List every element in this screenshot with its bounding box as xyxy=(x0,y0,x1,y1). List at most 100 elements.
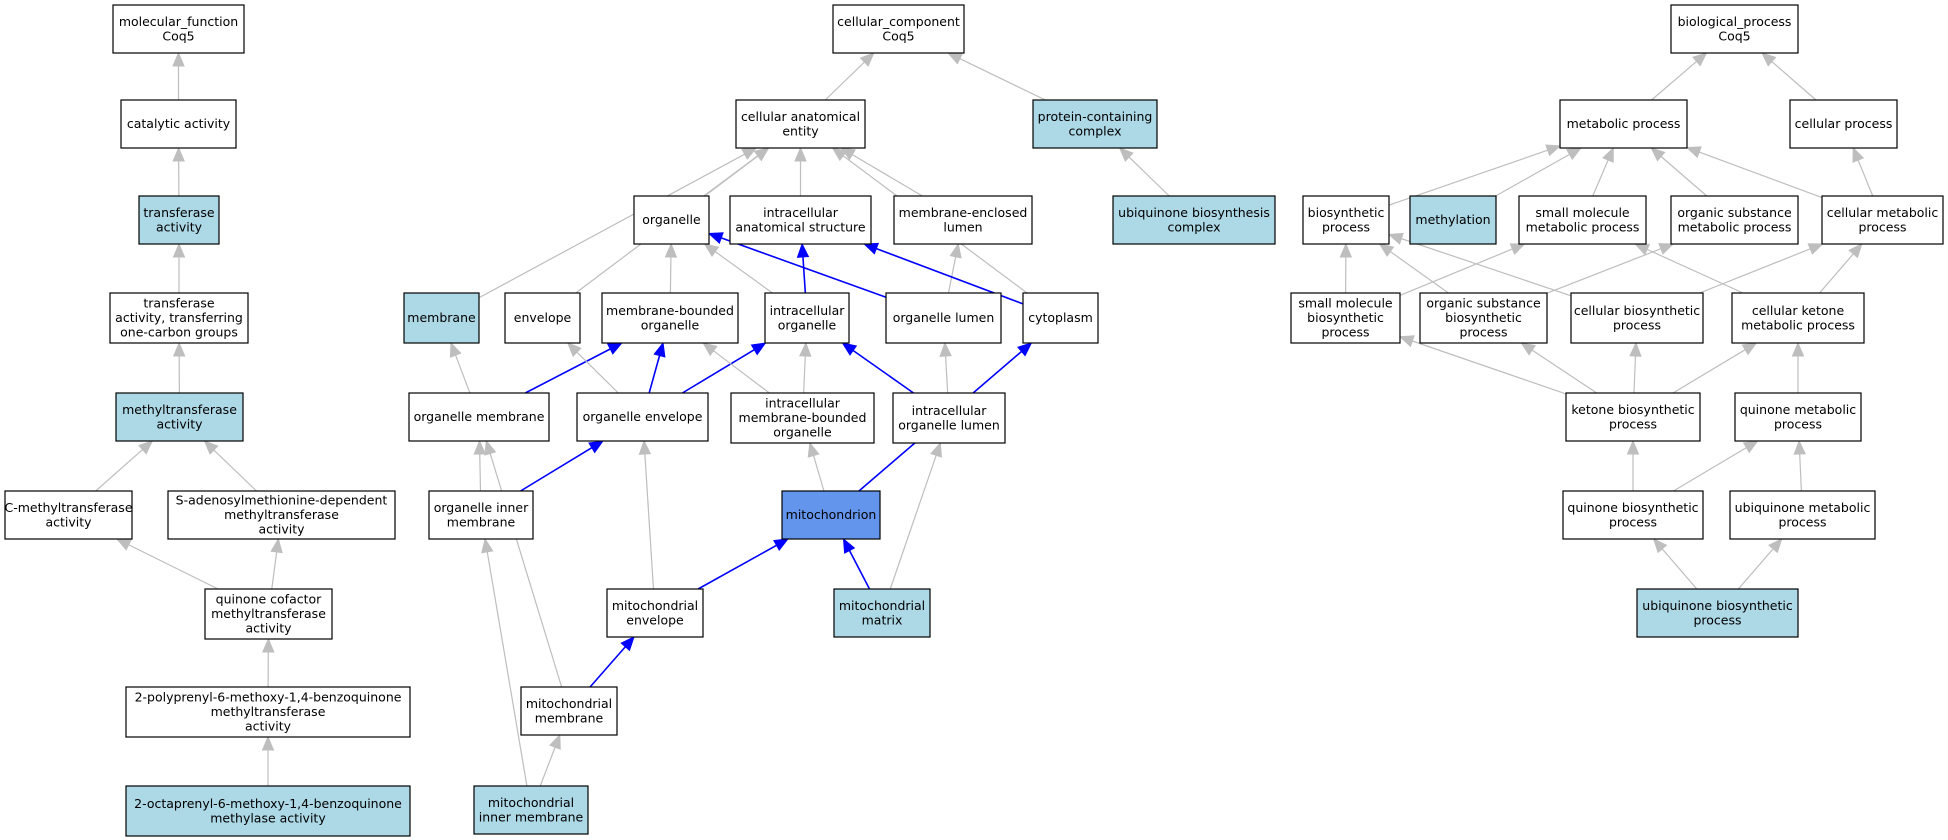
node-label-line: intracellular xyxy=(912,403,988,418)
arrowhead-olumen-to-organelle xyxy=(707,232,724,244)
node-omem[interactable]: organelle membrane xyxy=(408,392,550,442)
arrowhead-cmethyl-to-methyltrans xyxy=(138,440,154,455)
arrowhead-mim-to-mmem xyxy=(549,733,561,750)
node-label-line: ubiquinone biosynthetic xyxy=(1642,598,1793,613)
node-label-line: methyltransferase xyxy=(224,507,339,522)
node-cellular-proc[interactable]: cellular process xyxy=(1789,99,1898,149)
node-label-line: intracellular xyxy=(763,205,839,220)
arrowhead-oenv-to-envelope xyxy=(566,342,582,357)
arrowhead-pcc-to-cc_root xyxy=(946,52,964,65)
node-mito[interactable]: mitochondrion xyxy=(781,490,881,540)
arrowhead-biosynthetic-to-metabolic xyxy=(1545,144,1562,157)
edge-smb-to-smm xyxy=(1399,248,1513,297)
arrowhead-cmp-to-cellular_proc xyxy=(1852,146,1865,163)
node-oenv[interactable]: organelle envelope xyxy=(576,392,709,442)
node-label-line: metabolic process xyxy=(1567,116,1681,131)
node-label-line: mitochondrial xyxy=(526,696,612,711)
edge-ubp-to-ump xyxy=(1737,548,1774,590)
node-sam[interactable]: S-adenosylmethionine-dependentmethyltran… xyxy=(167,490,396,540)
node-box xyxy=(764,292,850,344)
arrowhead-oenv-to-io xyxy=(750,342,767,356)
node-box xyxy=(1670,195,1799,245)
edge-ckm-to-smm xyxy=(1646,248,1744,294)
edge-io-to-organelle xyxy=(714,251,773,294)
node-label-line: process xyxy=(1858,219,1906,234)
edge-quinone_cof-to-sam xyxy=(271,551,278,590)
node-label-line: metabolic process xyxy=(1526,219,1640,234)
node-label-line: molecular_function xyxy=(119,14,238,29)
arrowhead-catalytic-to-mf_root xyxy=(172,51,185,67)
node-catalytic[interactable]: catalytic activity xyxy=(120,99,237,149)
node-box xyxy=(1731,292,1865,344)
node-quinone-cof[interactable]: quinone cofactormethyltransferaseactivit… xyxy=(204,588,333,640)
node-envelope[interactable]: envelope xyxy=(504,292,581,344)
node-label-line: organelle envelope xyxy=(583,409,703,424)
node-label-line: organic substance xyxy=(1426,296,1541,311)
node-label-line: membrane-bounded xyxy=(606,303,734,318)
arrowhead-osb-to-biosynthetic xyxy=(1378,243,1395,257)
arrowhead-iol-to-olumen xyxy=(939,341,952,357)
node-label-line: mitochondrion xyxy=(786,507,877,522)
edge-oenv-to-io xyxy=(681,349,755,394)
node-label-line: mitochondrial xyxy=(839,598,925,613)
node-label-line: biosynthetic xyxy=(1307,310,1384,325)
node-label-line: activity xyxy=(245,621,292,636)
node-methylation[interactable]: methylation xyxy=(1409,195,1497,245)
node-cytoplasm[interactable]: cytoplasm xyxy=(1022,292,1099,344)
node-organelle[interactable]: organelle xyxy=(633,195,710,245)
node-box xyxy=(1562,490,1704,540)
node-membrane[interactable]: membrane xyxy=(403,292,480,344)
node-box xyxy=(138,195,220,245)
node-label-line: ketone biosynthetic xyxy=(1571,402,1694,417)
node-label-line: activity xyxy=(156,219,203,234)
node-box xyxy=(892,392,1006,444)
node-label-line: small molecule xyxy=(1298,296,1393,311)
node-polyprenyl[interactable]: 2-polyprenyl-6-methoxy-1,4-benzoquinonem… xyxy=(125,686,411,738)
node-label-line: cellular ketone xyxy=(1752,303,1845,318)
node-label-line: mitochondrial xyxy=(488,795,574,810)
node-metabolic[interactable]: metabolic process xyxy=(1559,99,1688,149)
arrowhead-ump-to-qmp xyxy=(1793,439,1806,455)
node-octaprenyl[interactable]: 2-octaprenyl-6-methoxy-1,4-benzoquinonem… xyxy=(125,785,411,837)
node-label-line: S-adenosylmethionine-dependent xyxy=(176,493,388,508)
node-label-line: organelle xyxy=(641,317,700,332)
node-olumen[interactable]: organelle lumen xyxy=(885,292,1002,344)
arrowhead-mmem-to-menv xyxy=(620,636,635,652)
arrowhead-mito-to-imbo xyxy=(807,441,820,458)
node-label-line: activity xyxy=(245,719,292,734)
